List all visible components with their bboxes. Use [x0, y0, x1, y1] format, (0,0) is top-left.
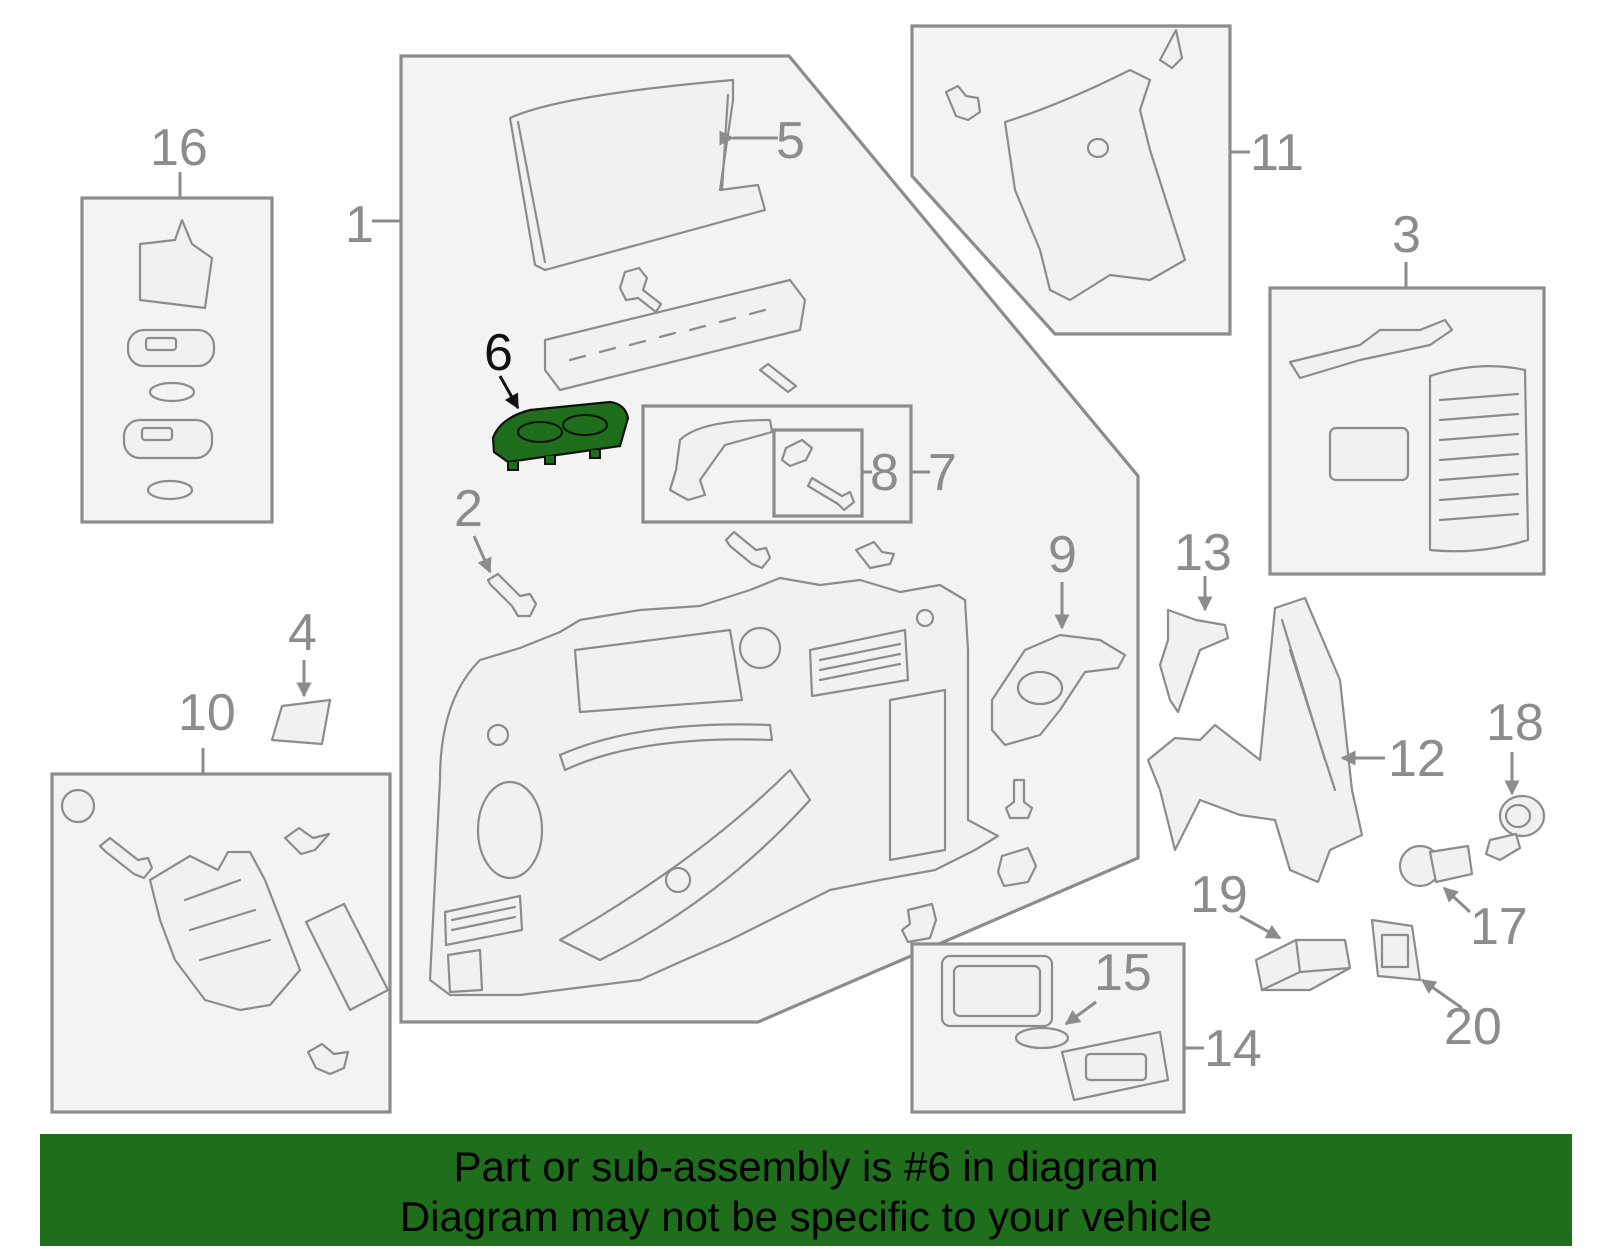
banner-line-2: Diagram may not be specific to your vehi… [399, 1193, 1213, 1240]
callout-17: 17 [1470, 898, 1528, 956]
callout-1: 1 [345, 196, 374, 254]
callout-6: 6 [484, 324, 513, 382]
part-15-bulb[interactable] [1014, 1000, 1097, 1050]
callout-18: 18 [1486, 694, 1544, 752]
bolt-upper [618, 266, 663, 314]
part-14-lamp-assembly[interactable] [940, 954, 1170, 1102]
part-17-socket[interactable] [1398, 844, 1474, 914]
callout-12: 12 [1388, 730, 1446, 788]
callout-10: 10 [178, 684, 236, 742]
part-bracket-clip [900, 902, 938, 944]
callout-11: 11 [1250, 124, 1304, 182]
part-20-bezel[interactable] [1370, 918, 1463, 1010]
part-16-key-fob-set[interactable] [122, 218, 216, 501]
part-7-trim-piece[interactable] [668, 418, 774, 502]
part-4-cap[interactable] [270, 660, 332, 746]
part-12-trim-bracket[interactable] [1146, 596, 1385, 884]
part-10-pillar-trim-set[interactable] [60, 788, 390, 1076]
callout-15: 15 [1094, 944, 1152, 1002]
group-box-8 [772, 428, 872, 518]
part-3-vent-assembly[interactable] [1288, 318, 1530, 553]
callout-19: 19 [1190, 866, 1248, 924]
callout-14: 14 [1204, 1020, 1262, 1078]
callout-2: 2 [454, 480, 483, 538]
part-11-pillar-garnish[interactable] [944, 28, 1187, 302]
callout-20: 20 [1444, 998, 1502, 1056]
part-19-switch[interactable] [1239, 914, 1352, 992]
part-6-cup-holder[interactable] [491, 375, 630, 471]
part-1-quarter-trim-panel[interactable] [428, 576, 1000, 997]
callout-5: 5 [776, 112, 805, 170]
part-5-upper-trim-panel[interactable] [508, 78, 778, 272]
part-garnish-rail [543, 278, 807, 392]
part-18-socket[interactable] [1484, 752, 1546, 862]
callout-16: 16 [150, 119, 208, 177]
part-fastener-screw [724, 530, 772, 570]
part-fastener-clip [854, 540, 896, 570]
callout-4: 4 [288, 604, 317, 662]
info-banner: Part or sub-assembly is #6 in diagram Di… [40, 1134, 1572, 1246]
callout-13: 13 [1174, 524, 1232, 582]
callout-9: 9 [1048, 526, 1077, 584]
part-bolt-vertical [1004, 778, 1034, 820]
callout-8: 8 [870, 444, 899, 502]
part-13-bracket[interactable] [1158, 576, 1230, 714]
banner-line-1: Part or sub-assembly is #6 in diagram [453, 1143, 1159, 1190]
part-9-speaker-bracket[interactable] [990, 582, 1127, 747]
part-2-bolt[interactable] [472, 535, 538, 618]
part-8-clip-and-screw[interactable] [780, 438, 856, 512]
callout-7: 7 [928, 444, 957, 502]
part-retainer-clip [996, 846, 1038, 888]
part-small-pin [758, 362, 798, 394]
callout-3: 3 [1392, 206, 1421, 264]
